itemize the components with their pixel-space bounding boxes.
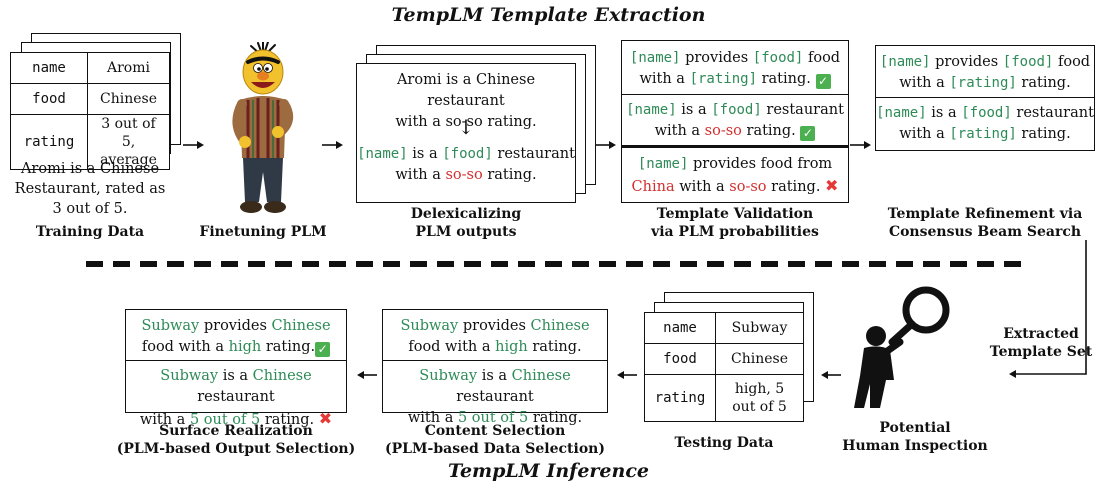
training-value: 3 out of 5, average bbox=[87, 114, 170, 170]
surface-sentence-1: Subway provides Chinese food with a high… bbox=[141, 318, 331, 357]
table-row: food Chinese bbox=[644, 343, 804, 375]
table-row: name Aromi bbox=[10, 52, 170, 84]
validation-template-1: [name] provides [food] food with a [rati… bbox=[629, 50, 841, 89]
validation-template-2: [name] is a [food] restaurant with a so-… bbox=[626, 102, 844, 141]
arrow-left-icon bbox=[357, 371, 377, 379]
connector-arrow-icon bbox=[1009, 240, 1087, 378]
content-caption: Content Selection (PLM-based Data Select… bbox=[385, 423, 605, 457]
content-sentence-1: Subway provides Chinese food with a high… bbox=[400, 318, 590, 355]
refine-caption: Template Refinement via Consensus Beam S… bbox=[887, 206, 1083, 240]
validation-panel: [name] provides [food] food with a [rati… bbox=[621, 40, 849, 203]
refine-panel: [name] provides [food] food with a [rati… bbox=[875, 45, 1095, 151]
testing-caption: Testing Data bbox=[674, 435, 774, 451]
content-panel: Subway provides Chinese food with a high… bbox=[382, 309, 608, 426]
check-icon: ✓ bbox=[800, 126, 816, 141]
human-magnifier-icon bbox=[854, 286, 950, 408]
arrow-left-icon bbox=[821, 371, 841, 379]
inference-title: TempLM Inference bbox=[448, 460, 649, 482]
training-key: food bbox=[10, 83, 88, 115]
training-text: Aromi is a Chinese Restaurant, rated as … bbox=[14, 161, 166, 217]
check-icon: ✓ bbox=[815, 74, 831, 89]
finetune-caption: Finetuning PLM bbox=[199, 224, 327, 240]
arrow-right-icon bbox=[322, 141, 343, 149]
delex-panel: Aromi is a Chinese restaurant with a so-… bbox=[356, 63, 576, 203]
testing-value: Chinese bbox=[715, 343, 804, 375]
arrow-right-icon bbox=[595, 141, 616, 149]
delex-source: Aromi is a Chinese restaurant with a so-… bbox=[395, 72, 537, 130]
table-row: food Chinese bbox=[10, 83, 170, 115]
surface-sentence-2: Subway is a Chinese restaurant with a 5 … bbox=[139, 368, 333, 428]
delex-caption: Delexicalizing PLM outputs bbox=[410, 206, 522, 240]
training-value: Chinese bbox=[87, 83, 170, 115]
testing-value: high, 5 out of 5 bbox=[715, 374, 804, 422]
refine-template-1: [name] provides [food] food with a [rati… bbox=[879, 54, 1091, 91]
cross-icon: ✖ bbox=[825, 176, 839, 195]
extracted-label: Extracted Template Set bbox=[989, 326, 1093, 360]
human-caption: Potential Human Inspection bbox=[842, 420, 988, 454]
section-separator bbox=[86, 261, 1024, 267]
arrow-right-icon bbox=[850, 141, 871, 149]
refine-template-2: [name] is a [food] restaurant with a [ra… bbox=[876, 105, 1094, 142]
testing-key: name bbox=[644, 312, 716, 344]
surface-panel: Subway provides Chinese food with a high… bbox=[125, 309, 347, 428]
testing-value: Subway bbox=[715, 312, 804, 344]
training-table: name Aromi food Chinese rating 3 out of … bbox=[10, 52, 170, 170]
testing-key: food bbox=[644, 343, 716, 375]
table-row: rating high, 5 out of 5 bbox=[644, 374, 804, 422]
cross-icon: ✖ bbox=[318, 409, 333, 428]
content-sentence-2: Subway is a Chinese restaurant with a 5 … bbox=[407, 368, 583, 426]
table-row: rating 3 out of 5, average bbox=[10, 114, 170, 170]
check-icon: ✓ bbox=[315, 342, 331, 357]
arrow-left-icon bbox=[617, 371, 637, 379]
extraction-title: TempLM Template Extraction bbox=[391, 4, 706, 26]
training-value: Aromi bbox=[87, 52, 170, 84]
puppet-plm-icon bbox=[232, 42, 294, 213]
arrow-right-icon bbox=[183, 141, 204, 149]
surface-caption: Surface Realization (PLM-based Output Se… bbox=[116, 423, 356, 457]
validation-caption: Template Validation via PLM probabilitie… bbox=[651, 206, 819, 240]
testing-key: rating bbox=[644, 374, 716, 422]
training-caption: Training Data bbox=[35, 224, 145, 240]
training-key: rating bbox=[10, 114, 88, 170]
arrow-down-icon: ↓ bbox=[457, 115, 475, 139]
delex-template: [name] is a [food] restaurant with a so-… bbox=[357, 146, 575, 183]
validation-template-3: [name] provides food from China with a s… bbox=[631, 156, 839, 195]
training-key: name bbox=[10, 52, 88, 84]
testing-table: name Subway food Chinese rating high, 5 … bbox=[644, 312, 804, 422]
table-row: name Subway bbox=[644, 312, 804, 344]
